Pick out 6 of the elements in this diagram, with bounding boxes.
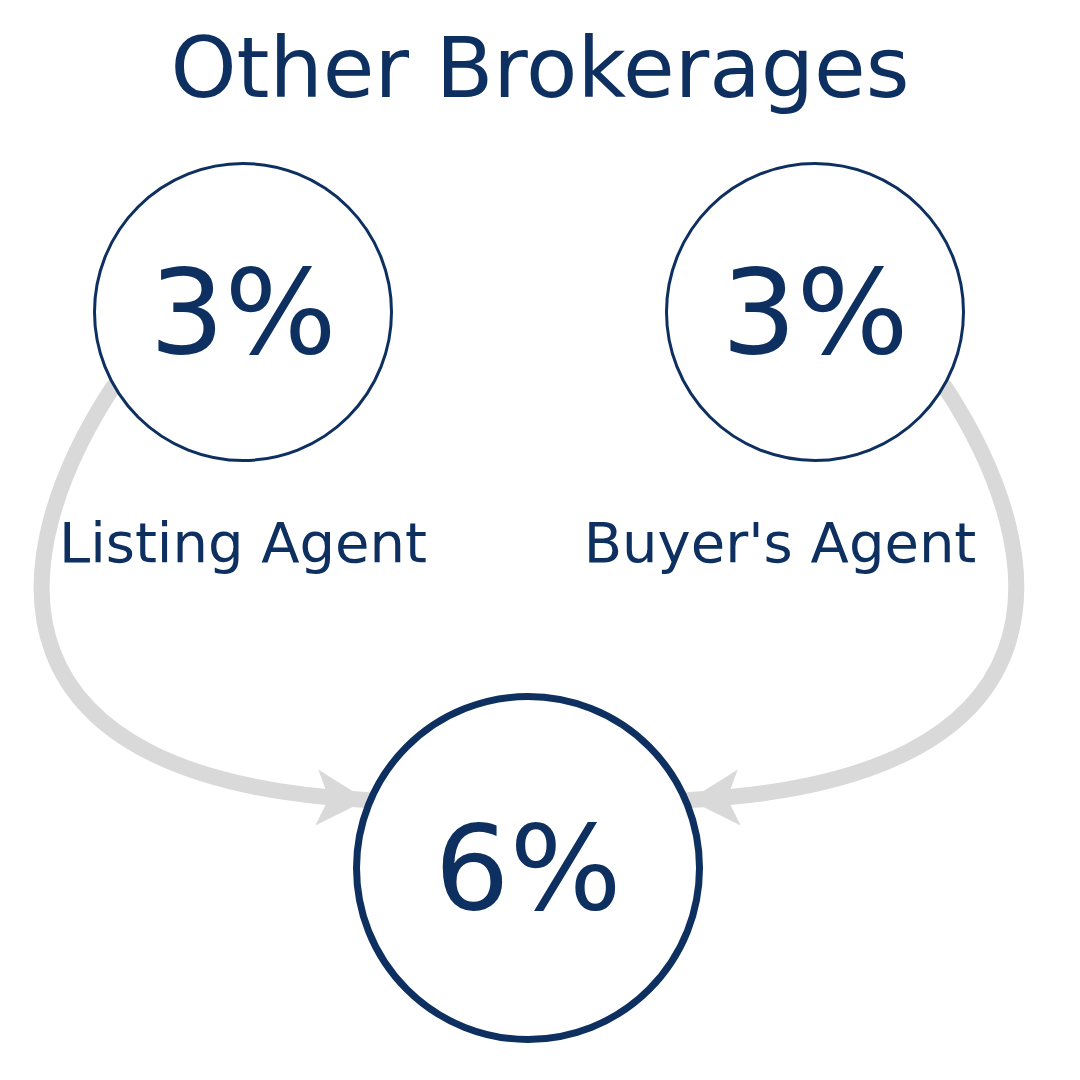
title: Other Brokerages (169, 22, 911, 115)
circle-caption: Listing Agent (59, 510, 427, 575)
percentage-value: 3% (149, 253, 337, 371)
percentage-value: 6% (434, 809, 622, 927)
circle-caption: Buyer's Agent (583, 510, 977, 575)
percentage-value: 3% (721, 253, 909, 371)
